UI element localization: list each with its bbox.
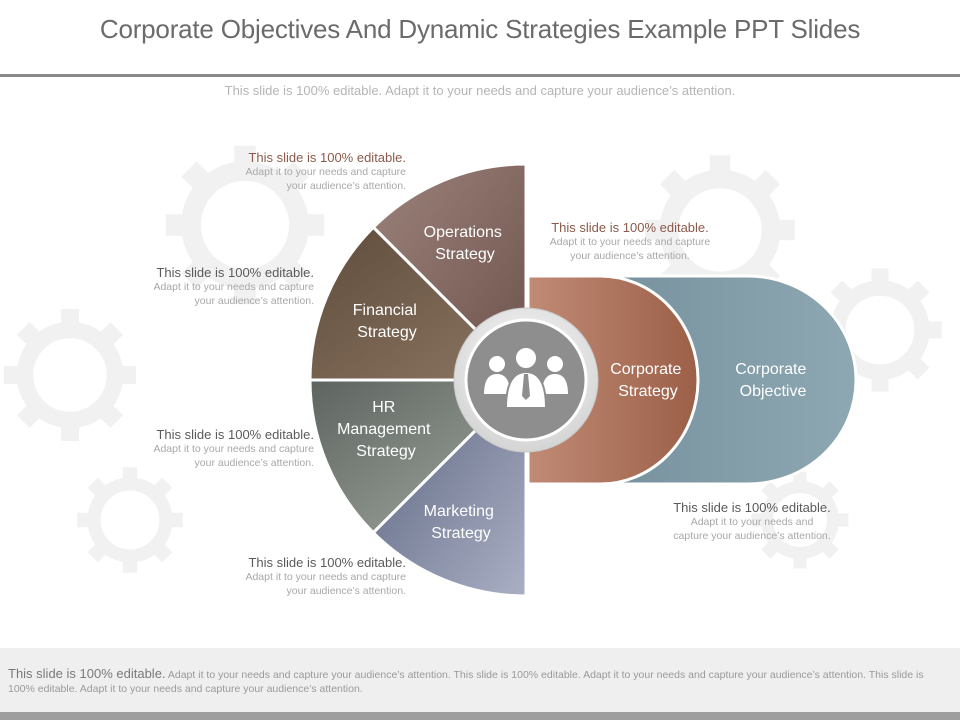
note-heading: This slide is 100% editable.: [551, 220, 709, 235]
slide-title: Corporate Objectives And Dynamic Strateg…: [99, 14, 861, 44]
note-heading: This slide is 100% editable.: [156, 427, 314, 442]
note-financial: This slide is 100% editable. Adapt it to…: [78, 265, 314, 308]
capsule-label-corporate-objective: Corporate Objective: [735, 361, 811, 400]
slide-subtitle: This slide is 100% editable. Adapt it to…: [224, 83, 736, 98]
note-body-line: capture your audience’s attention.: [673, 530, 831, 542]
segment-label-financial: Financial Strategy: [353, 302, 421, 341]
segment-label-hr-management: HR Management Strategy: [337, 399, 435, 460]
segment-label-operations: Operations Strategy: [424, 224, 507, 263]
note-operations: This slide is 100% editable. Adapt it to…: [170, 150, 406, 193]
note-heading: This slide is 100% editable.: [248, 555, 406, 570]
note-body-line: your audience’s attention.: [194, 295, 314, 307]
note-body-line: Adapt it to your needs and capture: [153, 281, 314, 293]
note-marketing: This slide is 100% editable. Adapt it to…: [170, 555, 406, 598]
note-body-line: Adapt it to your needs and: [690, 516, 814, 528]
note-body-line: Adapt it to your needs and capture: [245, 571, 406, 583]
footer-lead: This slide is 100% editable.: [8, 666, 166, 681]
note-body-line: Adapt it to your needs and capture: [549, 236, 711, 248]
note-heading: This slide is 100% editable.: [156, 265, 314, 280]
note-body-line: your audience’s attention.: [194, 457, 314, 469]
note-body-line: your audience’s attention.: [570, 250, 690, 262]
note-heading: This slide is 100% editable.: [673, 500, 831, 515]
note-body-line: your audience’s attention.: [286, 180, 406, 192]
footer-rest: Adapt it to your needs and capture your …: [8, 669, 924, 695]
footer-bar: [0, 712, 960, 720]
people-group-icon: [484, 346, 568, 409]
note-corporate-objective: This slide is 100% editable. Adapt it to…: [632, 500, 872, 543]
footer-panel: [0, 648, 960, 712]
note-corporate-strategy: This slide is 100% editable. Adapt it to…: [512, 220, 748, 263]
note-heading: This slide is 100% editable.: [248, 150, 406, 165]
note-hr-management: This slide is 100% editable. Adapt it to…: [78, 427, 314, 470]
segment-label-marketing: Marketing Strategy: [424, 503, 499, 542]
footer-text: This slide is 100% editable. Adapt it to…: [8, 667, 938, 696]
capsule-label-corporate-strategy: Corporate Strategy: [610, 361, 686, 400]
title-divider: [0, 74, 960, 77]
note-body-line: Adapt it to your needs and capture: [245, 166, 406, 178]
note-body-line: Adapt it to your needs and capture: [153, 443, 314, 455]
note-body-line: your audience’s attention.: [286, 585, 406, 597]
